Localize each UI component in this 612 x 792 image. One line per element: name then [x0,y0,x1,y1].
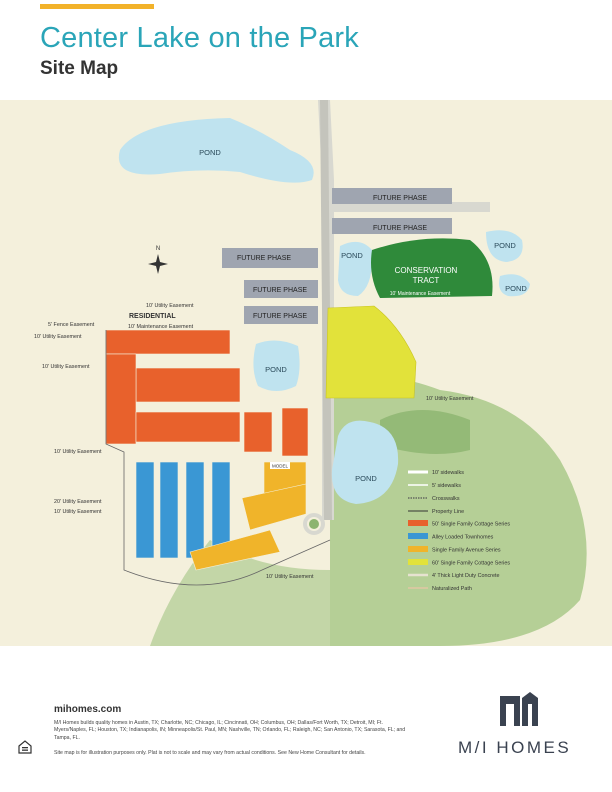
lots-50-cottage [105,329,309,457]
legend-item: Crosswalks [432,496,460,502]
pond-east [486,230,523,262]
future-phase-label: FUTURE PHASE [373,225,427,232]
future-phase [332,188,452,204]
roundabout [303,513,325,535]
legend-item: Naturalized Path [432,586,472,592]
legend-item: 4' Thick Light Duty Concrete [432,573,499,579]
conservation-label: CONSERVATION [395,266,458,275]
lots-60-cottage [325,305,417,399]
page-title: Center Lake on the Park [40,22,359,54]
accent-bar [40,4,154,9]
legend-item: 5' sidewalks [432,483,461,489]
annotation: 10' Utility Easement [146,303,194,309]
future-phase [332,218,452,234]
conservation-label: TRACT [413,276,440,285]
property-line [105,330,331,586]
legend-item: Alley Loaded Townhomes [432,535,494,541]
model-home-label: MODEL [272,464,289,469]
site-map[interactable]: POND FUTURE PHASE FUTURE PHASE FUTURE PH… [0,100,612,646]
equal-housing-icon [18,740,32,754]
pond-label: POND [494,241,516,250]
pond-label: POND [355,474,377,483]
annotation: 10' Maintenance Easement [128,324,194,330]
lots-alley-townhomes [135,461,231,559]
builds-statement: M/I Homes builds quality homes in Austin… [54,720,406,741]
annotation: 10' Utility Easement [54,449,102,455]
annotation: 10' Utility Easement [34,334,82,340]
annotation: 5' Fence Easement [48,322,95,328]
logo-wordmark: M/I HOMES [458,738,572,757]
residential-label: RESIDENTIAL [129,313,176,320]
legend-item: Single Family Avenue Series [432,548,501,554]
map-legend: 10' sidewalks 5' sidewalks Crosswalks Pr… [408,470,510,592]
disclaimer: Site map is for illustration purposes on… [54,750,366,756]
future-phase [222,248,318,268]
legend-item: 50' Single Family Cottage Series [432,522,510,528]
pond-center-north [338,241,373,296]
annotation: 10' Maintenance Easement [390,291,451,297]
annotation: 20' Utility Easement [54,499,102,505]
future-phase-label: FUTURE PHASE [373,195,427,202]
legend-item: 60' Single Family Cottage Series [432,561,510,567]
annotation: 10' Utility Easement [266,574,314,580]
pond-label: POND [341,251,363,260]
annotation: 10' Utility Easement [426,396,474,402]
annotation: 10' Utility Easement [54,509,102,515]
annotation: 10' Utility Easement [42,364,90,370]
pond-label: POND [265,365,287,374]
website-link[interactable]: mihomes.com [54,704,122,715]
compass-label: N [156,246,160,252]
compass-icon [148,254,168,274]
future-phase [244,306,318,324]
pond-southeast [499,274,530,297]
pond-center [253,340,300,391]
legend-item: 10' sidewalks [432,470,464,476]
pond-south [331,420,399,504]
pond-label: POND [505,284,527,293]
conservation-tract [371,238,493,298]
legend-item: Property Line [432,509,464,515]
pond-north [118,118,314,183]
future-phase-label: FUTURE PHASE [253,287,307,294]
pond-label: POND [199,148,221,157]
mi-homes-logo-icon [500,692,538,726]
future-phase [244,280,318,298]
future-phase-label: FUTURE PHASE [253,313,307,320]
future-phase-label: FUTURE PHASE [237,255,291,262]
page-subtitle: Site Map [40,58,119,79]
